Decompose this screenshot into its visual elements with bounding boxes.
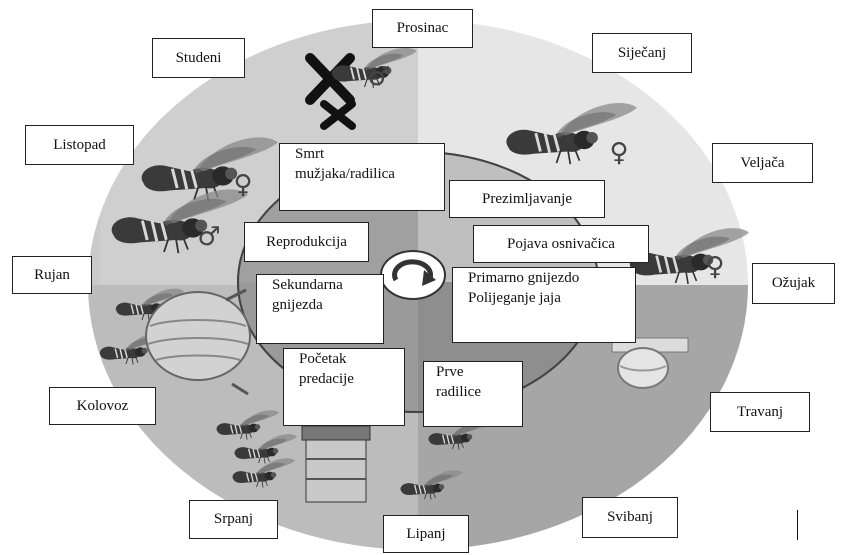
month-veljaca: Veljača	[712, 143, 813, 183]
phase-primarno-line2: Polijeganje jaja	[468, 288, 561, 308]
cycle-arrow-icon	[381, 251, 445, 299]
month-svibanj: Svibanj	[582, 497, 678, 538]
month-prosinac: Prosinac	[372, 9, 473, 48]
female-symbol: ♀	[700, 254, 730, 282]
phase-sekundarna-gnijezda: Sekundarna gnijezda	[256, 274, 384, 344]
phase-sekundarna-line1: Sekundarna	[272, 275, 343, 295]
phase-pocetak-line1: Početak	[299, 349, 346, 369]
female-symbol: ♀	[228, 172, 258, 200]
phase-primarno-line1: Primarno gnijezdo	[468, 268, 579, 288]
month-sijecanj: Siječanj	[592, 33, 692, 73]
phase-reprodukcija: Reprodukcija	[244, 222, 369, 262]
month-ozujak: Ožujak	[752, 263, 835, 304]
month-travanj: Travanj	[710, 392, 810, 432]
phase-prve-line1: Prve	[436, 362, 464, 382]
phase-pojava-osnivacica: Pojava osnivačica	[473, 225, 649, 263]
male-symbol: ♂	[364, 64, 394, 92]
male-symbol: ♂	[194, 224, 224, 252]
phase-sekundarna-line2: gnijezda	[272, 295, 323, 315]
phase-prve-line2: radilice	[436, 382, 481, 402]
phase-pocetak-line2: predacije	[299, 369, 354, 389]
phase-smrt-line1: Smrt	[295, 144, 324, 164]
phase-prezimljavanje: Prezimljavanje	[449, 180, 605, 218]
phase-smrt: Smrt mužjaka/radilica	[279, 143, 445, 211]
phase-primarno-gnijezdo: Primarno gnijezdo Polijeganje jaja	[452, 267, 636, 343]
phase-prve-radilice: Prve radilice	[423, 361, 523, 427]
month-rujan: Rujan	[12, 256, 92, 294]
month-kolovoz: Kolovoz	[49, 387, 156, 425]
month-lipanj: Lipanj	[383, 515, 469, 553]
month-srpanj: Srpanj	[189, 500, 278, 539]
beehive-icon	[302, 426, 370, 502]
divider-line	[797, 510, 798, 540]
month-listopad: Listopad	[25, 125, 134, 165]
female-symbol: ♀	[604, 140, 634, 168]
month-studeni: Studeni	[152, 38, 245, 78]
phase-pocetak-predacije: Početak predacije	[283, 348, 405, 426]
phase-smrt-line2: mužjaka/radilica	[295, 164, 395, 184]
